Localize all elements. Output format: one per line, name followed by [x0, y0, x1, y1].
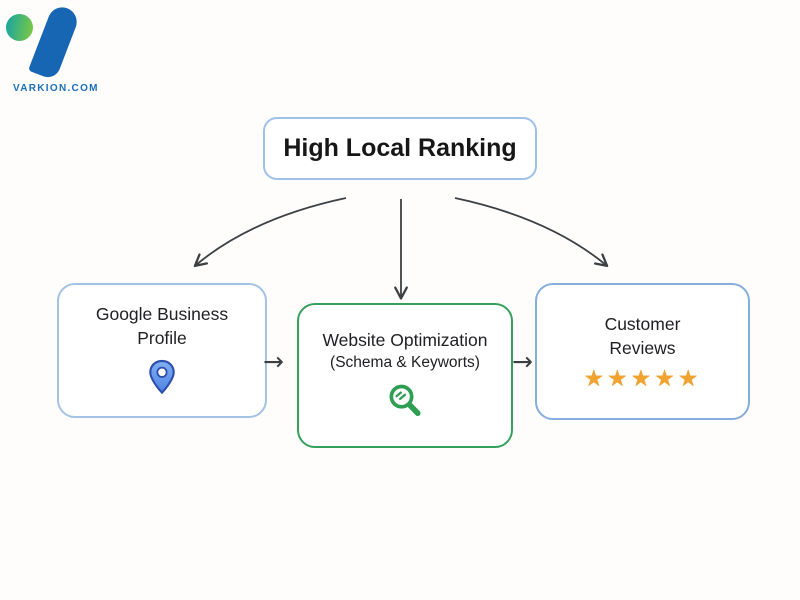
arrow-title-to-left: [193, 197, 347, 268]
title-node: High Local Ranking: [263, 117, 537, 180]
node-google-business-profile: Google Business Profile: [57, 283, 267, 418]
logo-slash-icon: [28, 3, 81, 81]
magnifier-icon: [384, 380, 426, 422]
node-customer-reviews: Customer Reviews ★★★★★: [535, 283, 750, 420]
node-website-optimization: Website Optimization (Schema & Keyworts): [297, 303, 513, 448]
location-pin-icon: [144, 358, 180, 398]
node-sublabel: (Schema & Keyworts): [330, 354, 480, 372]
arrow-title-to-right: [454, 197, 609, 268]
arrow-right-icon: →: [263, 347, 284, 376]
brand-logo: VARKION.COM: [0, 0, 120, 100]
node-label: Customer Reviews: [604, 313, 681, 358]
title-label: High Local Ranking: [283, 134, 517, 162]
node-label: Website Optimization: [322, 329, 488, 350]
five-star-rating-icon: ★★★★★: [583, 365, 702, 392]
node-label: Google Business Profile: [95, 303, 229, 348]
logo-dot-icon: [6, 14, 33, 41]
brand-name: VARKION.COM: [13, 83, 99, 94]
arrow-right-icon: →: [512, 347, 533, 376]
